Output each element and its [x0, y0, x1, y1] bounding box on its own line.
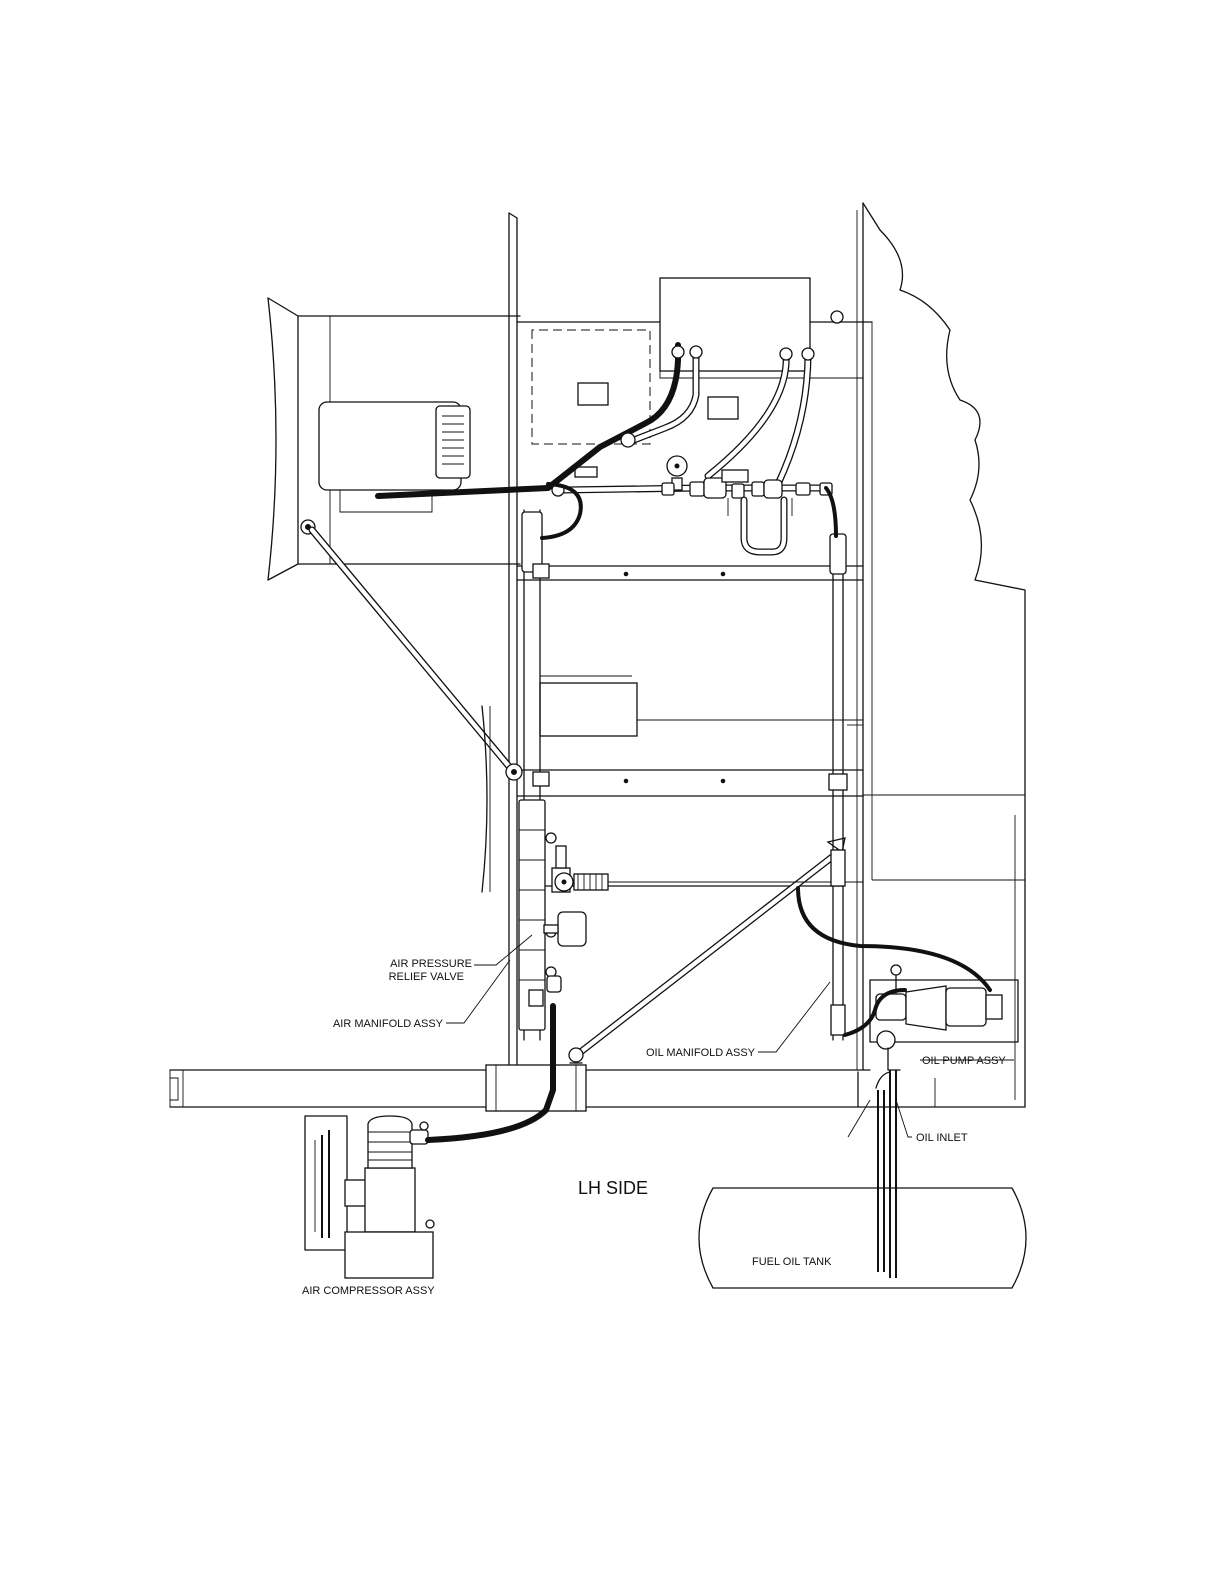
air-pressure-relief-valve-label-line1: AIR PRESSURE: [390, 958, 472, 970]
air-manifold: [519, 510, 863, 1040]
air-compressor-assy-label: AIR COMPRESSOR ASSY: [302, 1285, 435, 1297]
cabinet-frame: [509, 203, 1025, 1107]
air-pressure-relief-valve-label-line2: RELIEF VALVE: [389, 971, 464, 983]
right-brace: [569, 838, 845, 1063]
oil-inlet-label: OIL INLET: [916, 1132, 968, 1144]
fuel-oil-tank: [699, 1188, 1026, 1288]
oil-manifold-assy-label: OIL MANIFOLD ASSY: [646, 1047, 756, 1059]
oil-pump-assy: [798, 888, 1018, 1278]
left-duct: [268, 298, 520, 580]
lh-side-label: LH SIDE: [578, 1178, 648, 1198]
left-brace: [312, 530, 522, 892]
oil-manifold: [829, 534, 863, 1040]
fuel-oil-tank-label: FUEL OIL TANK: [752, 1256, 832, 1268]
air-manifold-assy-label: AIR MANIFOLD ASSY: [333, 1018, 444, 1030]
air-compressor: [305, 1006, 553, 1278]
oil-pump-assy-label: OIL PUMP ASSY: [922, 1055, 1006, 1067]
